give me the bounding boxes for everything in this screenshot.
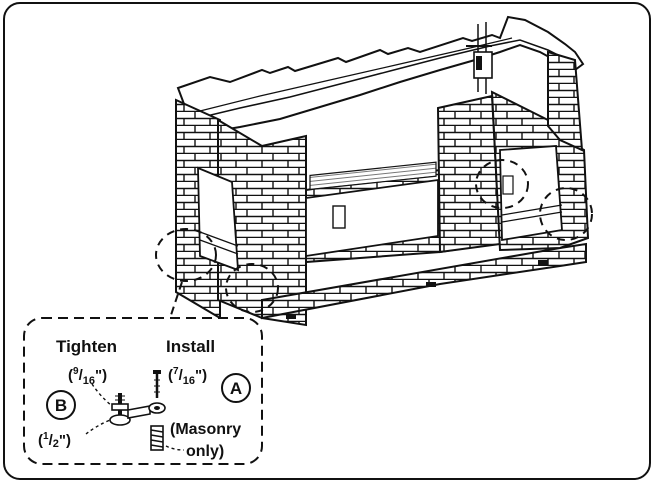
nut-pointer bbox=[85, 419, 111, 435]
right-opening bbox=[499, 145, 563, 242]
svg-text:B: B bbox=[55, 396, 67, 415]
foot-highlight-left bbox=[155, 228, 217, 282]
foot-highlight-circles bbox=[155, 159, 593, 313]
tighten-pointer bbox=[91, 383, 113, 407]
foot-highlight-front bbox=[225, 263, 279, 313]
masonry-label-line2: only) bbox=[186, 443, 224, 460]
bracket-hardware bbox=[466, 22, 493, 94]
inner-rail bbox=[309, 161, 437, 191]
callout-leader bbox=[169, 281, 183, 319]
nut-size: (1/2") bbox=[38, 431, 71, 450]
marker-b: B bbox=[46, 390, 76, 420]
svg-text:A: A bbox=[230, 379, 242, 398]
front-left-pillar bbox=[217, 118, 307, 327]
masonry-pointer bbox=[165, 445, 185, 451]
svg-text:(1/2"): (1/2") bbox=[38, 431, 71, 450]
install-label: Install bbox=[166, 337, 215, 356]
back-right-column bbox=[547, 50, 584, 152]
foot bbox=[538, 260, 548, 265]
leveling-foot-icon bbox=[109, 393, 151, 426]
tighten-label: Tighten bbox=[56, 337, 117, 356]
install-size: (7/16") bbox=[168, 366, 207, 387]
masonry-label-line1: (Masonry bbox=[170, 421, 241, 438]
tighten-size: (9/16") bbox=[68, 366, 107, 387]
washer-icon bbox=[148, 402, 166, 414]
front-opening bbox=[305, 178, 439, 258]
left-opening bbox=[197, 166, 239, 272]
svg-text:(9/16"): (9/16") bbox=[68, 366, 107, 387]
marker-a: A bbox=[221, 373, 251, 403]
foot-highlight-right bbox=[539, 187, 593, 241]
front-right-pillar bbox=[436, 94, 502, 254]
masonry-anchor-icon bbox=[150, 425, 164, 451]
foot-highlight-back bbox=[475, 159, 529, 209]
callout-box bbox=[23, 317, 263, 465]
svg-text:(7/16"): (7/16") bbox=[168, 366, 207, 387]
brick-enclosure bbox=[175, 15, 590, 327]
foot bbox=[426, 282, 436, 287]
install-bolt-icon bbox=[153, 370, 161, 398]
foot bbox=[286, 314, 296, 319]
